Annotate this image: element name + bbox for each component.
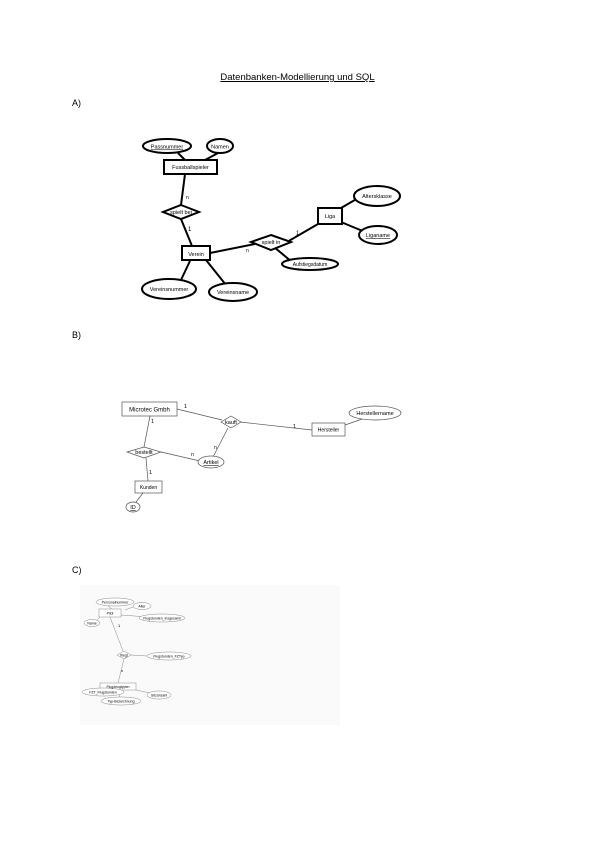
relation-bestellt [125,446,163,459]
label-bestellt: bestellt [135,450,153,456]
label-vereinsname: Vereinsname [217,290,249,296]
diagram-c-labels: Pilot Flugzeugtypen fliegt Personalnumme… [87,601,184,704]
label-flugzeugtypen: Flugzeugtypen [107,685,130,689]
label-fussballspieler: Fussballspieler [172,165,209,171]
label-personalnummer: Personalnummer [102,601,129,605]
entity-liga [317,207,343,225]
card-c-1: 1 [118,623,121,628]
label-typ-bezeichnung: Typ-Bezeichnung [107,700,134,704]
attr-vereinsname [208,282,258,302]
entity-pilot [98,608,122,618]
attr-altersklasse [353,185,401,207]
relation-spielt-bei [160,203,202,221]
card-c-n: n [121,668,123,673]
page-title: Datenbanken-Modellierung und SQL [220,72,375,83]
label-spielt-in: spielt in [262,240,281,246]
card-b-1: 1 [184,404,187,410]
card-b-3: n [214,445,217,451]
card-b-6: 1 [149,470,152,476]
entity-verein [181,245,211,261]
label-id: ID [130,505,136,511]
section-label-b: B) [72,330,81,340]
label-microtec: Microtec Gmbh [129,408,170,414]
relation-spielt-in [248,233,294,252]
card-b-4: 1 [151,419,154,425]
card-a-1-1: 1 [188,227,192,233]
section-label-c: C) [72,565,82,575]
entity-hersteller [311,422,346,437]
label-fzt-flugstunden: FZT_Flugstunden [89,691,117,695]
attr-sitzanzahl [146,690,172,700]
card-a-1-2: 1 [296,231,300,237]
diagram-b [121,401,402,513]
attr-artikel [197,455,225,469]
entity-kunden [134,480,163,494]
card-a-n-1: n [186,195,189,201]
attr-passnummer [142,138,192,154]
label-pilot: Pilot [107,612,114,616]
label-passnummer: Passnummer [151,145,184,151]
attr-typ-bezeichnung [100,696,142,706]
label-kauft: kauft [225,420,237,426]
attr-aufstiegsdatum [281,257,339,271]
diagram-a [141,138,401,302]
label-fliegt: fliegt [120,654,127,658]
label-herstellername: Herstellername [356,411,393,417]
attr-namen [206,138,234,154]
attr-herstellername [348,405,402,421]
label-altersklasse: Altersklasse [362,194,392,200]
attr-alter [132,602,152,610]
attr-name [83,619,101,627]
card-a-n-2: n [246,248,249,254]
label-sitzanzahl: Sitzanzahl [151,694,167,698]
attr-fzt-flugstunden [81,687,125,697]
attr-vereinsnummer [141,278,197,300]
label-artikel: Artikel [203,460,218,466]
diagram-b-labels: Microtec Gmbh Hersteller Kunden kauft be… [129,404,393,511]
label-namen: Namen [211,145,229,151]
attr-flugstunden-fztyp [146,651,192,661]
attr-personalnummer [95,597,135,607]
label-hersteller: Hersteller [318,428,340,434]
label-liga: Liga [325,214,336,220]
label-name: Name [87,622,96,626]
card-b-2: 1 [293,424,296,430]
diagram-a-labels: Fussballspieler Verein Liga spielt bei s… [150,145,392,297]
label-vereinsnummer: Vereinsnummer [150,287,189,293]
attr-liganame [358,225,398,245]
label-flugstunden-fztyp: Flugstunden_FZTyp [153,655,184,659]
relation-kauft [220,415,242,429]
label-spielt-bei: spielt bei [170,210,192,216]
attr-flugstunden-insgesamt [138,613,186,623]
attr-id [125,501,141,513]
relation-fliegt [116,650,132,660]
label-aufstiegsdatum: Aufstiegsdatum [293,262,327,268]
label-kunden: Kunden [140,485,157,491]
entity-microtec [121,401,178,417]
label-flugstunden-insgesamt: Flugstunden_insgesamt [143,617,180,621]
label-alter: Alter [138,605,146,609]
card-b-5: n [191,452,194,458]
entity-fussballspieler [163,159,218,175]
label-liganame: Liganame [366,233,390,239]
diagram-c [81,597,192,706]
section-label-a: A) [72,98,81,108]
label-verein: Verein [188,252,204,258]
